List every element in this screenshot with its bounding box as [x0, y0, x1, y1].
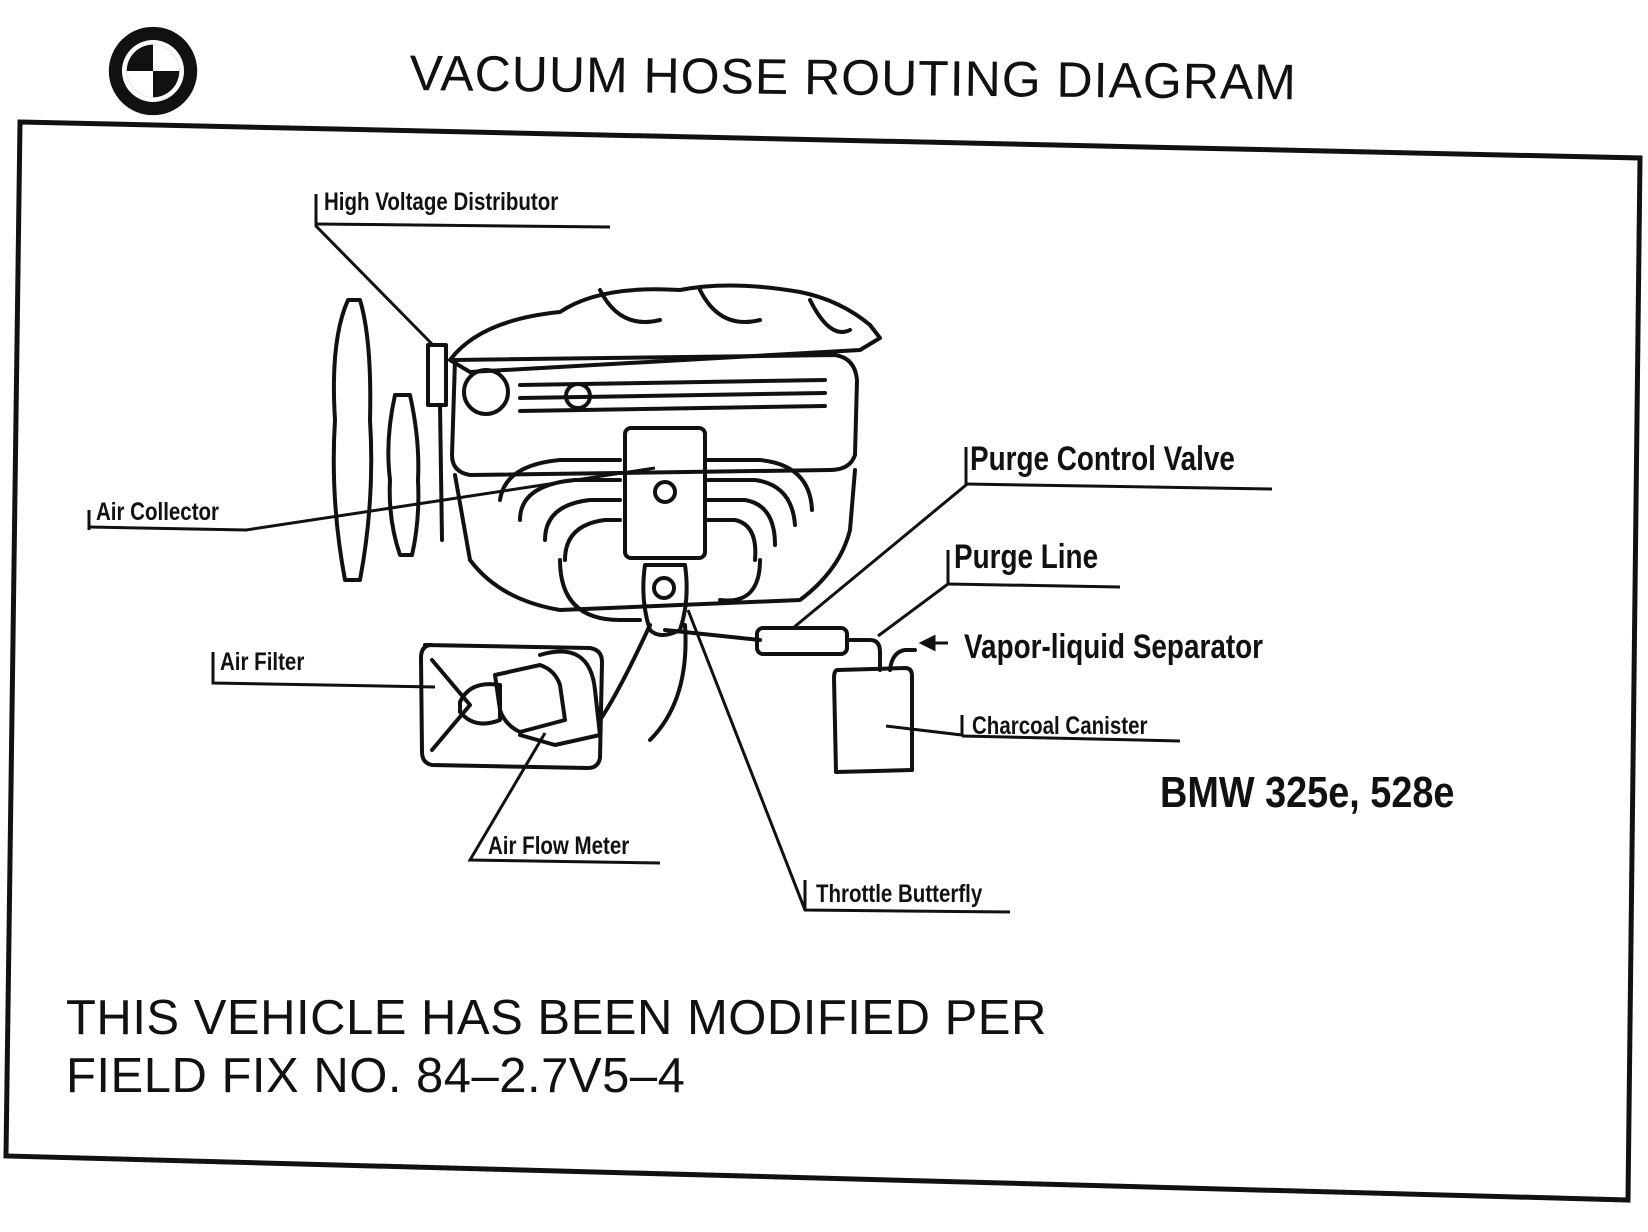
label-purge-control-valve: Purge Control Valve — [970, 440, 1235, 478]
label-purge-line: Purge Line — [954, 538, 1099, 576]
label-air-flow-meter: Air Flow Meter — [488, 832, 630, 860]
label-air-filter: Air Filter — [220, 648, 305, 676]
notice-line-2: FIELD FIX NO. 84–2.7V5–4 — [66, 1049, 686, 1103]
leader-lines — [87, 194, 1273, 914]
label-vapor-liquid-separator: Vapor-liquid Separator — [964, 628, 1263, 666]
bmw-logo — [108, 26, 198, 116]
notice-line-1: THIS VEHICLE HAS BEEN MODIFIED PER — [66, 991, 1047, 1045]
label-high-voltage-distributor: High Voltage Distributor — [324, 188, 559, 216]
vehicle-model: BMW 325e, 528e — [1160, 768, 1455, 817]
label-charcoal-canister: Charcoal Canister — [972, 712, 1148, 740]
label-throttle-butterfly: Throttle Butterfly — [816, 880, 983, 908]
engine-illustration — [331, 283, 917, 774]
label-border — [3, 119, 1643, 1203]
label-air-collector: Air Collector — [96, 498, 220, 526]
